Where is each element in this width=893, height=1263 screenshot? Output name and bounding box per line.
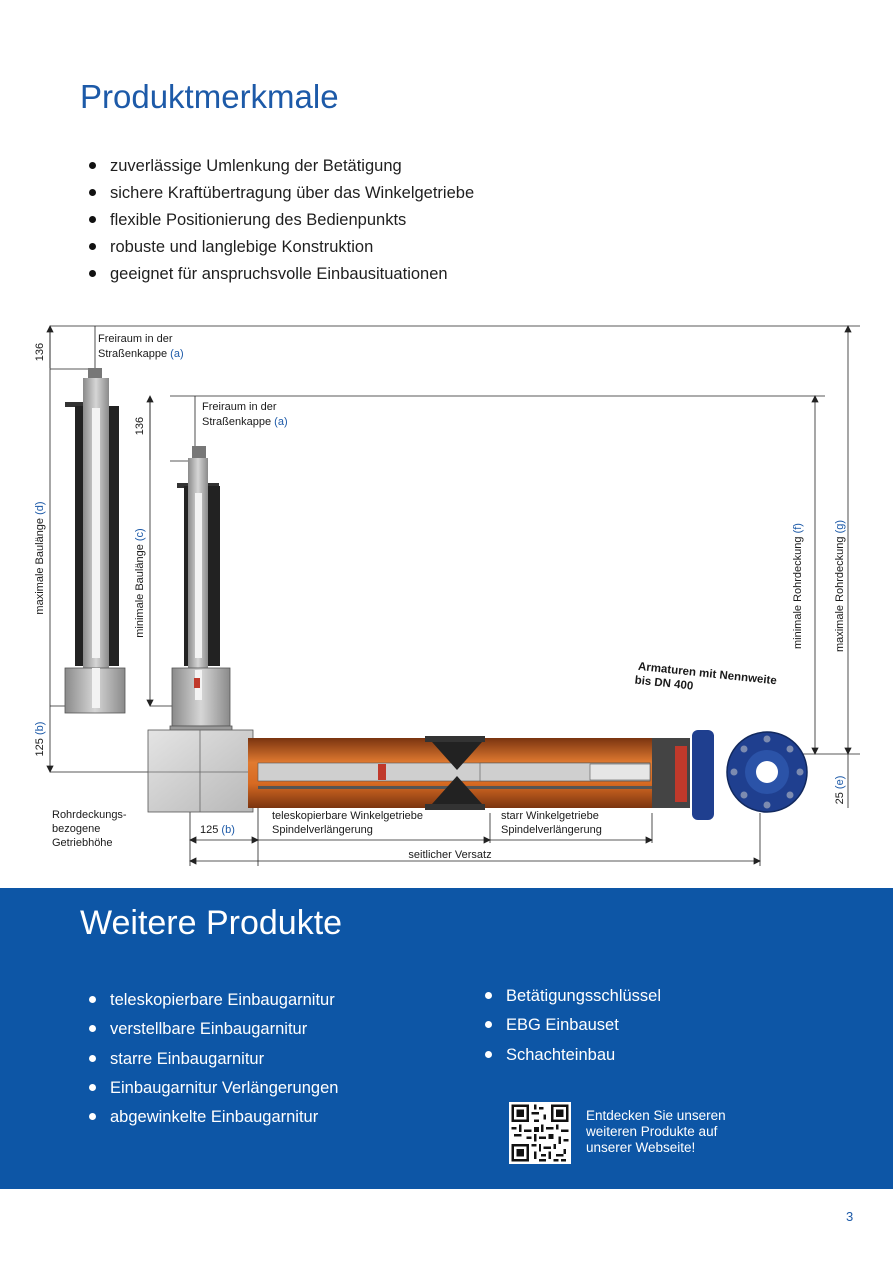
- qr-code-icon[interactable]: [509, 1102, 571, 1164]
- more-products-section: Weitere Produkte teleskopierbare Einbaug…: [0, 888, 893, 1189]
- horizontal-pipe: [248, 736, 690, 810]
- feature-list: zuverlässige Umlenkung der Betätigung si…: [86, 155, 474, 290]
- more-products-list-right: Betätigungsschlüssel EBG Einbauset Schac…: [482, 985, 661, 1073]
- starr-label-line2: Spindelverlängerung: [501, 824, 602, 836]
- dim-125-vertical: 125 (b): [34, 722, 46, 757]
- product-link[interactable]: verstellbare Einbaugarnitur: [86, 1018, 338, 1047]
- dim-125-horizontal: 125 (b): [200, 824, 235, 836]
- feature-item: zuverlässige Umlenkung der Betätigung: [86, 155, 474, 182]
- qr-caption: Entdecken Sie unseren weiteren Produkte …: [586, 1108, 726, 1155]
- min-rohrdeckung-label: minimale Rohrdeckung (f): [792, 523, 804, 649]
- dim-136-b: 136: [134, 417, 146, 435]
- gearbox: [147, 725, 254, 813]
- freiraum-label-a-line2: Straßenkappe (a): [98, 348, 184, 360]
- product-link[interactable]: abgewinkelte Einbaugarnitur: [86, 1106, 338, 1135]
- product-link[interactable]: Betätigungsschlüssel: [482, 985, 661, 1014]
- min-baulaenge-label: minimale Baulänge (c): [134, 528, 146, 637]
- tele-label-line1: teleskopierbare Winkelgetriebe: [272, 810, 423, 822]
- rohrdeckung-label-line2: bezogene: [52, 823, 100, 835]
- page-title: Produktmerkmale: [80, 78, 339, 115]
- feature-item: geeignet für anspruchsvolle Einbausituat…: [86, 263, 474, 290]
- max-baulaenge-label: maximale Baulänge (d): [34, 501, 46, 614]
- tele-label-line2: Spindelverlängerung: [272, 824, 373, 836]
- rohrdeckung-label-line3: Getriebhöhe: [52, 837, 113, 849]
- feature-item: robuste und langlebige Konstruktion: [86, 236, 474, 263]
- telescopic-key-max: [64, 368, 126, 714]
- product-link[interactable]: EBG Einbauset: [482, 1014, 661, 1043]
- rohrdeckung-label-line1: Rohrdeckungs-: [52, 809, 127, 821]
- feature-item: sichere Kraftübertragung über das Winkel…: [86, 182, 474, 209]
- product-link[interactable]: Schachteinbau: [482, 1044, 661, 1073]
- product-link[interactable]: teleskopierbare Einbaugarnitur: [86, 989, 338, 1018]
- max-rohrdeckung-label: maximale Rohrdeckung (g): [834, 520, 846, 652]
- dim-25-label: 25 (e): [834, 776, 846, 805]
- freiraum-label-b-line1: Freiraum in der: [202, 401, 277, 413]
- starr-label-line1: starr Winkelgetriebe: [501, 810, 599, 822]
- more-products-list-left: teleskopierbare Einbaugarnitur verstellb…: [86, 989, 338, 1135]
- dim-136-a: 136: [34, 343, 46, 361]
- product-link[interactable]: Einbaugarnitur Verlängerungen: [86, 1077, 338, 1106]
- product-link[interactable]: starre Einbaugarnitur: [86, 1048, 338, 1077]
- freiraum-label-b-line2: Straßenkappe (a): [202, 416, 288, 428]
- valve-flange: [692, 730, 808, 820]
- more-products-title: Weitere Produkte: [80, 904, 343, 942]
- freiraum-label-a-line1: Freiraum in der: [98, 333, 173, 345]
- seitlicher-versatz-label: seitlicher Versatz: [408, 849, 491, 861]
- technical-diagram: 136 Freiraum in der Straßenkappe (a) 136…: [34, 325, 860, 866]
- feature-item: flexible Positionierung des Bedienpunkts: [86, 209, 474, 236]
- page-number: 3: [846, 1209, 854, 1224]
- telescopic-key-min: [171, 446, 231, 727]
